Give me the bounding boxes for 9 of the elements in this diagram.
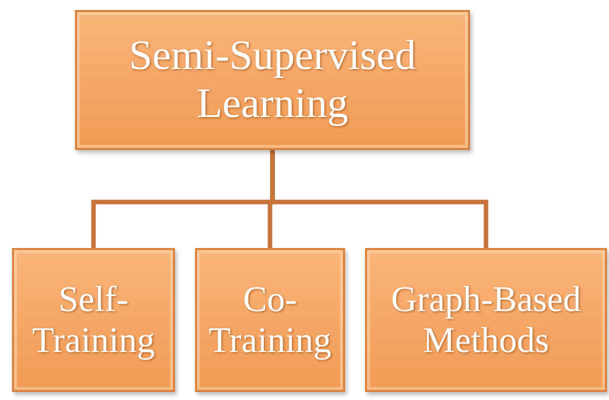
box-label: Semi-Supervised Learning: [128, 32, 417, 128]
box-label: Co-Training: [208, 278, 332, 362]
box-label: Graph-Based Methods: [390, 278, 582, 362]
category-box: [12, 248, 175, 392]
root-box: [75, 10, 470, 150]
box-label: Self-Training: [31, 278, 156, 362]
category-box: [195, 248, 345, 392]
category-box: [365, 248, 607, 392]
connector-line: [270, 150, 488, 248]
